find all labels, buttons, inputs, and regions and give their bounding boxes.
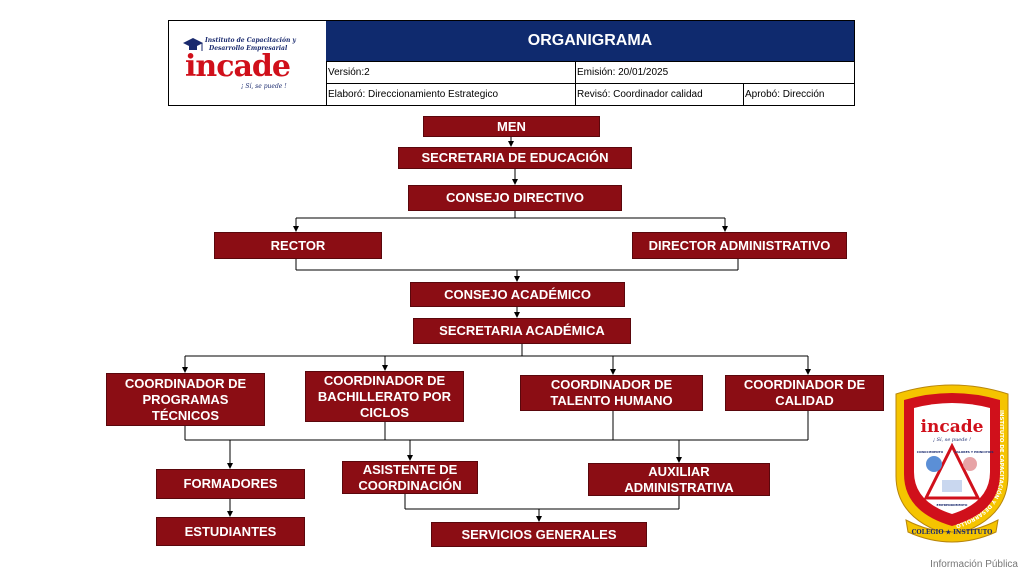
emblem-label: CONOCIMIENTO bbox=[917, 450, 944, 454]
box-auxiliar-administrativa: AUXILIAR ADMINISTRATIVA bbox=[588, 463, 770, 496]
logo-slogan: ¡ Sí, se puede ! bbox=[241, 83, 287, 90]
header-divider bbox=[575, 61, 576, 105]
emblem-slogan: ¡ Sí, se puede ! bbox=[933, 436, 971, 443]
incade-logo: Instituto de Capacitación y Desarrollo E… bbox=[169, 21, 327, 105]
elaboro-field: Elaboró: Direccionamiento Estrategico bbox=[326, 83, 575, 105]
emblem-label: VALORES Y PRINCIPIOS bbox=[954, 450, 993, 454]
emblem-label: EMPRENDIMIENTO bbox=[937, 503, 968, 507]
logo-tagline-1: Instituto de Capacitación y bbox=[205, 37, 296, 44]
emission-field: Emisión: 20/01/2025 bbox=[575, 61, 854, 83]
box-men: MEN bbox=[423, 116, 600, 137]
emblem-name: incade bbox=[921, 417, 984, 437]
aprobo-field: Aprobó: Dirección bbox=[743, 83, 854, 105]
box-coordinador-bachillerato: COORDINADOR DE BACHILLERATO POR CICLOS bbox=[305, 371, 464, 422]
version-field: Versión:2 bbox=[326, 61, 575, 83]
box-coordinador-calidad: COORDINADOR DE CALIDAD bbox=[725, 375, 884, 411]
footer-classification: Información Pública bbox=[930, 559, 1018, 570]
box-asistente-coordinacion: ASISTENTE DE COORDINACIÓN bbox=[342, 461, 478, 494]
incade-emblem-icon: incade ¡ Sí, se puede ! CONOCIMIENTO VAL… bbox=[890, 380, 1009, 543]
box-consejo-directivo: CONSEJO DIRECTIVO bbox=[408, 185, 622, 211]
incade-logo-graphic bbox=[183, 38, 203, 51]
page-title: ORGANIGRAMA bbox=[326, 21, 854, 61]
box-director-administrativo: DIRECTOR ADMINISTRATIVO bbox=[632, 232, 847, 259]
logo-tagline-2: Desarrollo Empresarial bbox=[209, 45, 288, 52]
emblem-banner: COLEGIO ★ INSTITUTO bbox=[912, 529, 993, 536]
box-coordinador-programas: COORDINADOR DE PROGRAMAS TÉCNICOS bbox=[106, 373, 265, 426]
box-rector: RECTOR bbox=[214, 232, 382, 259]
header-divider bbox=[743, 83, 744, 105]
reviso-field: Revisó: Coordinador calidad bbox=[575, 83, 743, 105]
box-formadores: FORMADORES bbox=[156, 469, 305, 499]
box-secretaria-educacion: SECRETARIA DE EDUCACIÓN bbox=[398, 147, 632, 169]
box-coordinador-talento: COORDINADOR DE TALENTO HUMANO bbox=[520, 375, 703, 411]
box-estudiantes: ESTUDIANTES bbox=[156, 517, 305, 546]
box-consejo-academico: CONSEJO ACADÉMICO bbox=[410, 282, 625, 307]
box-secretaria-academica: SECRETARIA ACADÉMICA bbox=[413, 318, 631, 344]
logo-name: incade bbox=[185, 49, 291, 84]
document-header: Instituto de Capacitación y Desarrollo E… bbox=[168, 20, 855, 106]
box-servicios-generales: SERVICIOS GENERALES bbox=[431, 522, 647, 547]
